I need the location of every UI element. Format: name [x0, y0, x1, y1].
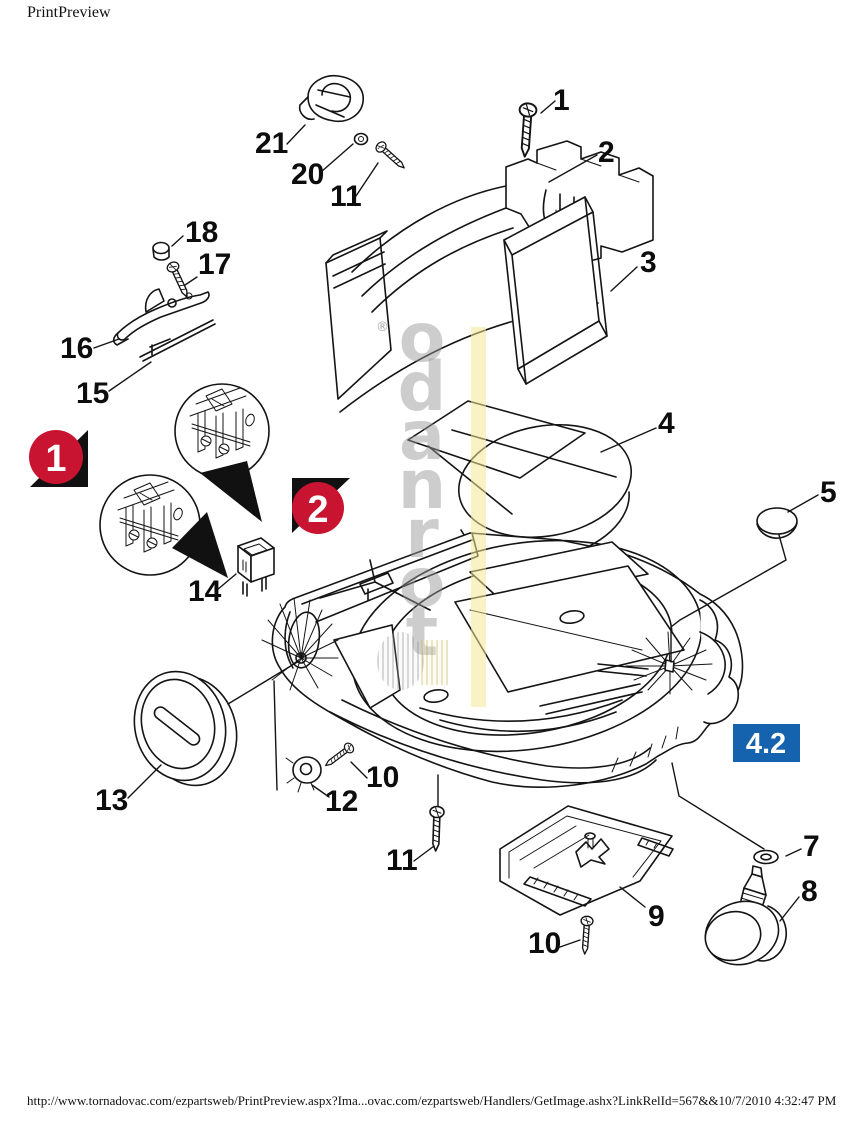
cap-part-5	[756, 507, 798, 539]
screw-part-17	[164, 259, 194, 301]
part-label-11-bottom: 11	[386, 844, 418, 877]
washer-part-7	[753, 849, 779, 865]
part-labels: 1 2 3 4 5 7 8 9 10 10 11 11 12 13 14 15 …	[60, 84, 837, 960]
tray-part-9	[499, 805, 674, 916]
part-label-20: 20	[291, 158, 324, 191]
callout-badge-2-number: 2	[307, 489, 328, 531]
cap-part-18	[152, 241, 170, 261]
part-label-9: 9	[648, 900, 665, 933]
callout-badge-2: 2	[292, 478, 350, 534]
part-label-21: 21	[255, 127, 288, 160]
filter-part-3	[503, 196, 608, 385]
part-label-5: 5	[820, 476, 837, 509]
part-label-18: 18	[185, 216, 218, 249]
rod-part-15	[139, 319, 216, 362]
screw-part-11-bottom	[427, 805, 445, 853]
part-label-2: 2	[598, 136, 615, 169]
section-badge-4-2: 4.2	[733, 724, 800, 762]
screw-part-1	[515, 101, 538, 159]
section-badge-number: 4.2	[746, 728, 786, 760]
wheel-part-13	[133, 670, 238, 787]
detail-circle-lower	[99, 474, 228, 578]
screw-part-11-top	[373, 139, 409, 173]
nut-part-20	[353, 132, 369, 146]
part-label-4: 4	[658, 407, 675, 440]
handle-clip-part-21	[298, 74, 364, 123]
switch-part-14	[237, 537, 275, 597]
part-label-10-bottom: 10	[528, 927, 561, 960]
part-label-7: 7	[803, 830, 820, 863]
top-cover-part-2	[325, 140, 654, 413]
part-label-10-left: 10	[366, 761, 399, 794]
part-label-13: 13	[95, 784, 128, 817]
part-label-17: 17	[198, 248, 231, 281]
part-label-16: 16	[60, 332, 93, 365]
detail-circle-upper	[174, 383, 270, 522]
page-title: PrintPreview	[27, 4, 111, 21]
part-label-1: 1	[553, 84, 570, 117]
part-label-14: 14	[188, 575, 222, 608]
screw-part-10-bottom	[578, 915, 594, 956]
part-label-3: 3	[640, 246, 657, 279]
grommet-part-12	[285, 756, 322, 793]
base-housing	[271, 532, 744, 788]
screw-part-10-left	[321, 740, 357, 771]
caster-wheel-part-8	[704, 865, 788, 966]
callout-badge-1: 1	[29, 430, 88, 487]
callout-badge-1-number: 1	[45, 438, 66, 480]
part-label-12: 12	[325, 785, 358, 818]
lever-part-16	[112, 288, 210, 346]
part-label-15: 15	[76, 377, 109, 410]
part-label-8: 8	[801, 875, 818, 908]
brush-roller	[261, 597, 339, 691]
print-footer-url: http://www.tornadovac.com/ezpartsweb/Pri…	[27, 1093, 837, 1108]
leader-lines	[93, 100, 819, 948]
part-label-11-top: 11	[330, 180, 362, 213]
